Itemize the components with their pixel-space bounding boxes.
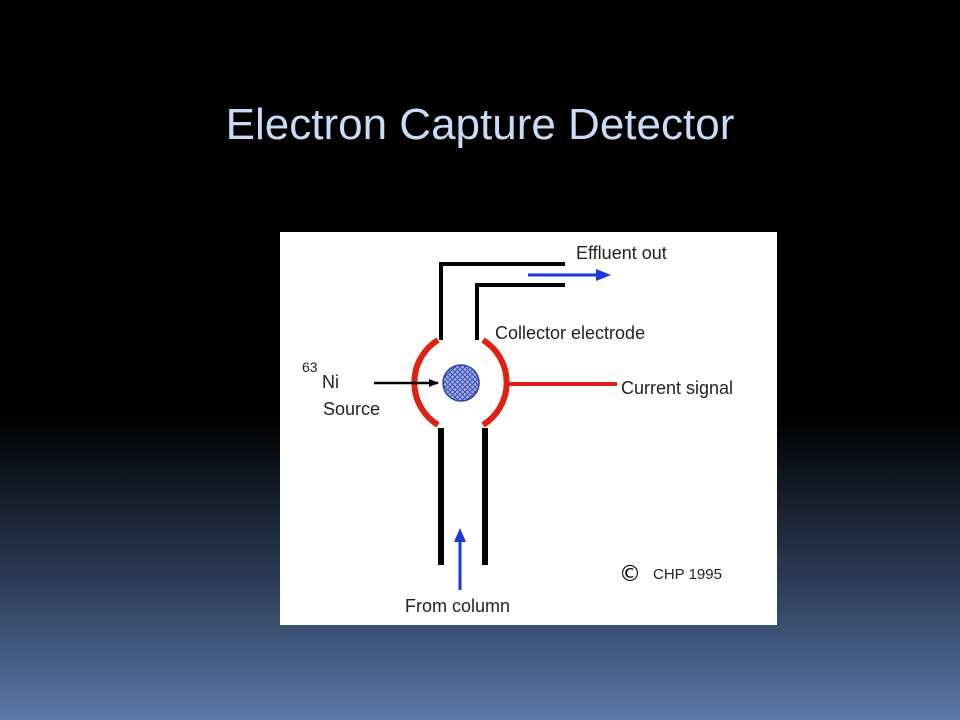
slide-title: Electron Capture Detector	[225, 100, 735, 149]
outlet-tube-outer	[439, 262, 565, 340]
collector-electrode-right	[481, 337, 510, 428]
ni63-source	[442, 364, 480, 402]
from-column-arrow-head	[454, 528, 466, 542]
copyright-text: CHP 1995	[653, 566, 722, 583]
source-label: Source	[323, 399, 380, 419]
from-column-label: From column	[405, 596, 510, 616]
effluent-arrow-head	[596, 269, 611, 281]
outlet-tube-inner	[475, 283, 565, 340]
collector-electrode-label: Collector electrode	[495, 323, 645, 343]
current-signal-label: Current signal	[621, 378, 733, 398]
ecd-diagram: Effluent out Collector electrode 63 Ni S…	[280, 232, 777, 625]
isotope-symbol-label: Ni	[322, 372, 339, 392]
effluent-out-label: Effluent out	[576, 243, 667, 263]
ecd-diagram-svg: Effluent out Collector electrode 63 Ni S…	[302, 243, 733, 616]
isotope-mass-label: 63	[302, 359, 318, 375]
copyright-symbol: ©	[619, 562, 641, 587]
